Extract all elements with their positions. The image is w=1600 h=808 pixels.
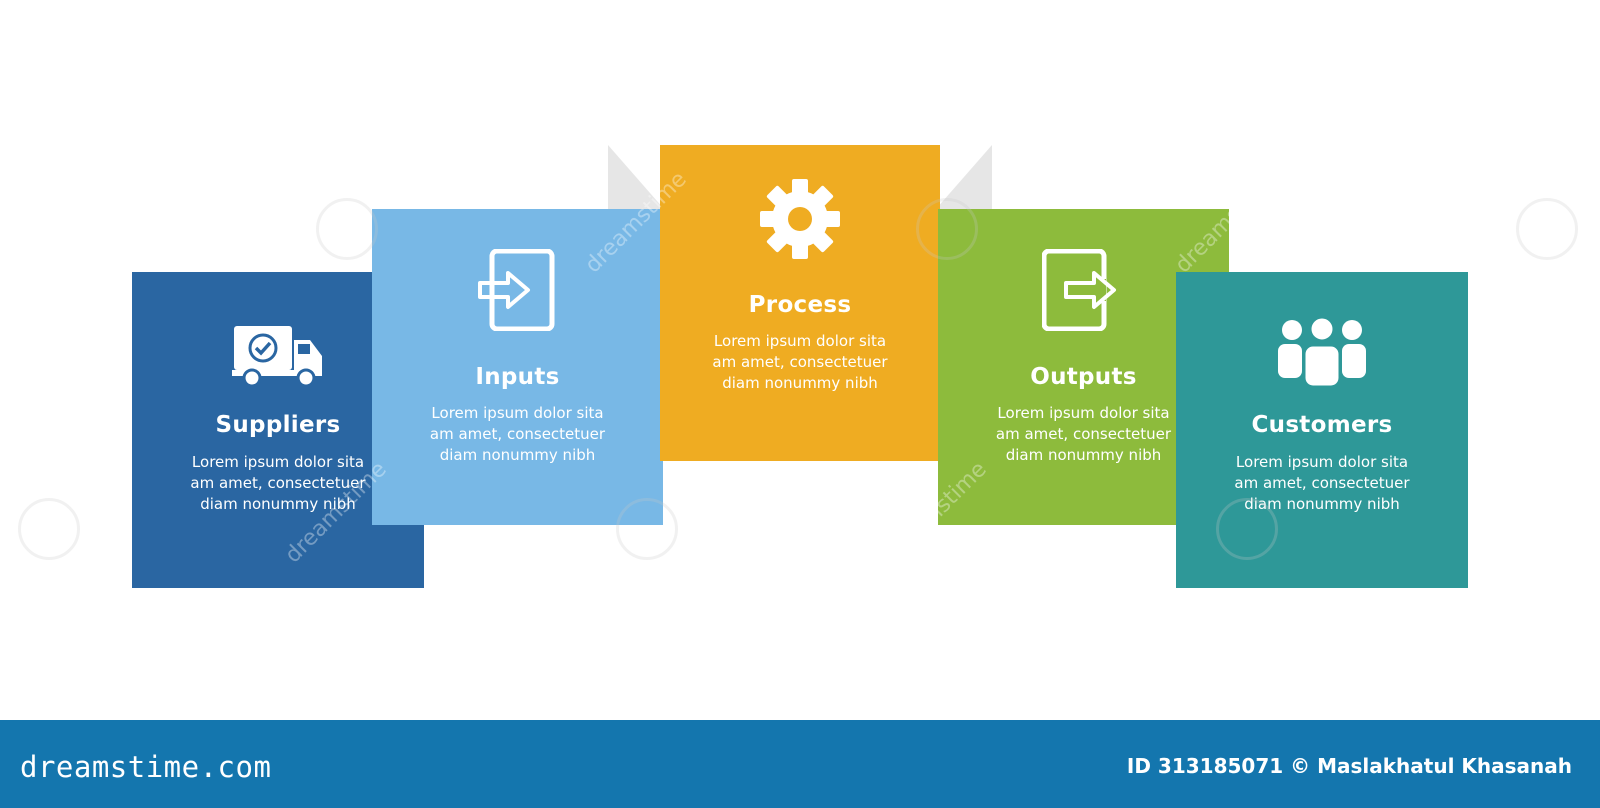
people-group-icon (1176, 316, 1468, 388)
step-title: Customers (1251, 412, 1393, 438)
step-title: Process (748, 292, 852, 318)
step-title: Suppliers (215, 412, 341, 438)
step-title: Outputs (1030, 364, 1137, 390)
watermark-logo (316, 198, 378, 260)
logout-arrow-icon (938, 249, 1229, 331)
delivery-truck-icon (132, 324, 424, 386)
footer-bar: dreamstime.com ID 313185071 © Maslakhatu… (0, 720, 1600, 808)
watermark-logo (18, 498, 80, 560)
step-title: Inputs (475, 364, 560, 390)
footer-brand[interactable]: dreamstime.com (20, 750, 272, 784)
fold-shadow-process-left (608, 145, 664, 209)
footer-credit: ID 313185071 © Maslakhatul Khasanah (1126, 754, 1572, 778)
fold-shadow-process-right (936, 145, 992, 209)
watermark-logo (916, 198, 978, 260)
gear-icon (660, 177, 940, 261)
watermark-logo (1516, 198, 1578, 260)
login-arrow-icon (372, 249, 663, 331)
watermark-logo (616, 498, 678, 560)
watermark-logo (1216, 498, 1278, 560)
